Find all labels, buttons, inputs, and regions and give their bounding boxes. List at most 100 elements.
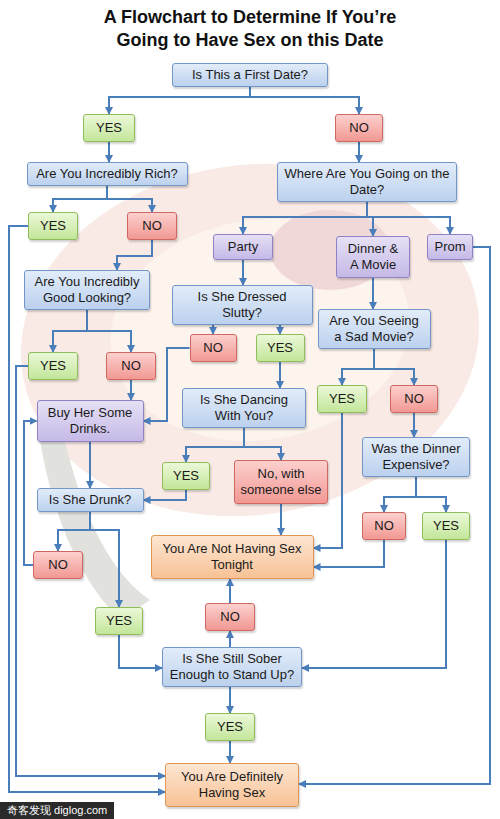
- no-box: NO: [205, 603, 255, 631]
- decision-box: Is She Still Sober Enough to Stand Up?: [162, 647, 302, 687]
- node-text: You Are Not Having Sex Tonight: [158, 541, 307, 573]
- node-text: Are You Incredibly Rich?: [36, 166, 178, 182]
- flow-arrow: [89, 442, 91, 488]
- flow-arrow: [229, 631, 231, 647]
- flow-arrow: [302, 540, 446, 668]
- node-text: Buy Her Some Drinks.: [44, 405, 137, 437]
- node-text: You Are Definitely Having Sex: [172, 769, 292, 801]
- node-text: Where Are You Going on the Date?: [284, 166, 450, 198]
- node-text: NO: [404, 391, 424, 407]
- no-box: NO: [390, 385, 438, 413]
- flow-arrow: [107, 186, 152, 212]
- flow-arrow: [24, 421, 37, 565]
- flow-arrow: [358, 142, 360, 162]
- flow-arrow: [374, 349, 414, 385]
- flow-arrow: [299, 247, 490, 784]
- flow-arrow: [229, 741, 231, 763]
- flow-arrow: [130, 380, 132, 400]
- flow-arrow: [117, 240, 152, 270]
- decision-box: Is She Dancing With You?: [182, 388, 306, 428]
- flow-arrow: [53, 186, 107, 212]
- flow-arrow: [244, 428, 281, 460]
- flow-arrow: [279, 362, 281, 388]
- node-text: Are You Incredibly Good Looking?: [31, 274, 143, 306]
- flow-arrow: [314, 540, 385, 567]
- node-text: YES: [40, 358, 66, 374]
- decision-box: Was the Dinner Expensive?: [362, 437, 470, 477]
- node-text: YES: [433, 518, 459, 534]
- flow-arrow: [9, 226, 165, 792]
- flow-arrow: [243, 202, 367, 234]
- no-box: NO: [106, 352, 156, 380]
- flow-arrow: [384, 477, 416, 512]
- flow-arrow: [413, 413, 415, 437]
- flow-arrow: [416, 477, 446, 512]
- watermark: 奇客发现 diglog.com: [0, 802, 114, 819]
- node-text: YES: [96, 120, 122, 136]
- yes-box: YES: [205, 713, 255, 741]
- flow-arrow: [90, 512, 119, 607]
- yes-box: YES: [28, 212, 78, 240]
- node-text: YES: [173, 468, 199, 484]
- node-text: Dinner & A Movie: [347, 241, 399, 273]
- yes-box: YES: [317, 385, 367, 413]
- decision-box: Where Are You Going on the Date?: [277, 162, 457, 202]
- node-text: Party: [228, 239, 258, 255]
- node-text: No, with someone else: [238, 466, 324, 498]
- choice-box: Dinner & A Movie: [336, 236, 410, 278]
- node-text: NO: [220, 609, 240, 625]
- node-text: Is She Still Sober Enough to Stand Up?: [169, 651, 295, 683]
- outcome-box: You Are Not Having Sex Tonight: [151, 535, 314, 579]
- flow-arrow: [16, 366, 165, 776]
- node-text: Is This a First Date?: [192, 67, 308, 83]
- node-text: NO: [349, 120, 369, 136]
- decision-box: Is This a First Date?: [172, 63, 328, 87]
- faded-emblem: [0, 135, 500, 620]
- flow-arrow: [144, 490, 187, 500]
- flow-arrow: [229, 579, 231, 603]
- flow-arrow: [53, 310, 87, 352]
- node-text: NO: [48, 557, 68, 573]
- flow-arrow: [372, 278, 374, 309]
- no-box: NO: [190, 334, 237, 362]
- flow-arrow: [109, 87, 250, 114]
- flow-arrow: [367, 202, 450, 234]
- node-text: YES: [329, 391, 355, 407]
- decision-box: Is She Drunk?: [37, 488, 144, 512]
- decision-box: Is She Dressed Slutty?: [172, 285, 313, 325]
- node-text: YES: [106, 613, 132, 629]
- flow-arrow: [186, 428, 244, 462]
- yes-box: YES: [162, 462, 210, 490]
- yes-box: YES: [256, 334, 305, 362]
- no-box: NO: [127, 212, 177, 240]
- flow-arrow: [342, 349, 374, 385]
- yes-box: YES: [95, 607, 143, 635]
- node-text: Was the Dinner Expensive?: [369, 441, 463, 473]
- decision-box: Are You Seeing a Sad Movie?: [318, 309, 431, 349]
- node-text: YES: [217, 719, 243, 735]
- yes-box: YES: [28, 352, 78, 380]
- node-text: YES: [40, 218, 66, 234]
- yes-box: YES: [422, 512, 470, 540]
- flow-arrow: [119, 635, 162, 668]
- choice-box: Buy Her Some Drinks.: [37, 400, 144, 442]
- node-text: NO: [203, 340, 223, 356]
- no-box: No, with someone else: [234, 460, 328, 504]
- node-text: Is She Drunk?: [49, 492, 131, 508]
- yes-box: YES: [83, 114, 135, 142]
- flow-arrow: [242, 260, 244, 285]
- flow-arrow: [229, 687, 231, 713]
- flow-arrow: [108, 142, 110, 162]
- node-text: NO: [121, 358, 141, 374]
- no-box: NO: [33, 551, 83, 579]
- node-text: Are You Seeing a Sad Movie?: [325, 313, 424, 345]
- choice-box: Party: [213, 234, 273, 260]
- flow-arrow: [280, 504, 282, 535]
- no-box: NO: [335, 114, 383, 142]
- chart-title: A Flowchart to Determine If You’re Going…: [80, 6, 420, 52]
- node-text: Is She Dressed Slutty?: [179, 289, 306, 321]
- node-text: NO: [374, 518, 394, 534]
- node-text: Is She Dancing With You?: [189, 392, 299, 424]
- node-text: Prom: [434, 239, 465, 255]
